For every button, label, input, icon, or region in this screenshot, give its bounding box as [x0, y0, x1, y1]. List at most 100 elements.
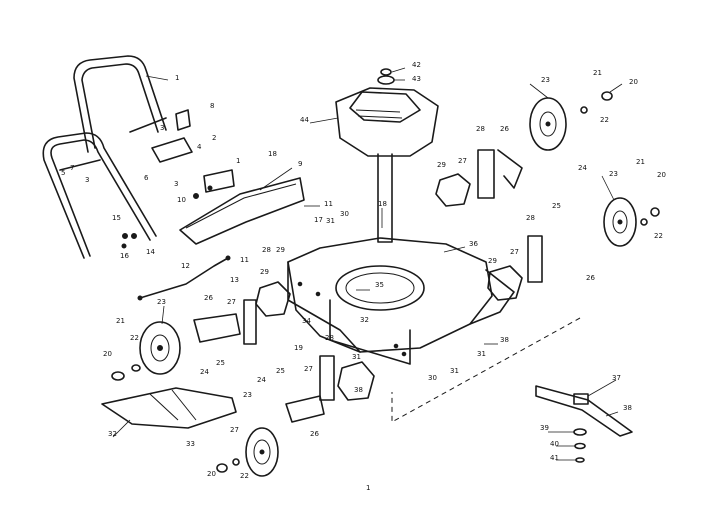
handle-hardware [121, 109, 235, 249]
part-callout-c28a: 28 [476, 125, 485, 133]
part-callout-c20b: 20 [657, 171, 666, 179]
part-callout-c44: 44 [300, 116, 309, 124]
part-callout-c20c: 20 [103, 350, 112, 358]
part-callout-c29a: 29 [437, 161, 446, 169]
discharge-chute [101, 387, 237, 429]
part-callout-c22a: 22 [600, 116, 609, 124]
part-callout-c1: 1 [175, 74, 179, 82]
part-callout-c15: 15 [112, 214, 121, 222]
wheel-front-right [603, 197, 660, 247]
part-callout-c30b: 30 [428, 374, 437, 382]
part-callout-c5: 5 [61, 169, 65, 177]
part-callout-pg: 1 [366, 484, 370, 492]
part-callout-c26d: 26 [310, 430, 319, 438]
part-callout-c23c: 23 [157, 298, 166, 306]
part-callout-c32: 32 [108, 430, 117, 438]
part-callout-c30a: 30 [340, 210, 349, 218]
part-callout-c13: 13 [230, 276, 239, 284]
blade-guide-line [391, 317, 581, 423]
part-callout-c9: 9 [298, 160, 302, 168]
lower-handle [42, 132, 157, 259]
part-callout-c28b: 28 [526, 214, 535, 222]
part-callout-c12: 12 [181, 262, 190, 270]
part-callout-c25c: 25 [276, 367, 285, 375]
part-callout-c38b: 38 [623, 404, 632, 412]
part-callout-c25b: 25 [216, 359, 225, 367]
part-callout-c3b: 3 [85, 176, 89, 184]
part-callout-c33: 33 [186, 440, 195, 448]
part-callout-c26c: 26 [204, 294, 213, 302]
part-callout-c21b: 21 [636, 158, 645, 166]
part-callout-c31a: 31 [326, 217, 335, 225]
part-callout-c29c: 29 [260, 268, 269, 276]
part-callout-c27a: 27 [458, 157, 467, 165]
part-callout-c24c: 24 [257, 376, 266, 384]
rear-shield [179, 177, 305, 245]
part-callout-c28d: 28 [325, 334, 334, 342]
part-callout-c10: 10 [177, 196, 186, 204]
part-callout-c21c: 21 [116, 317, 125, 325]
part-callout-c3a: 3 [160, 124, 164, 132]
part-callout-c29b: 29 [488, 257, 497, 265]
part-callout-c35: 35 [375, 281, 384, 289]
part-callout-c41: 41 [550, 454, 559, 462]
part-callout-c18a: 18 [268, 150, 277, 158]
upper-handle [73, 55, 167, 153]
part-callout-c7: 7 [70, 164, 74, 172]
wheel-rear-left [111, 321, 181, 381]
part-callout-c22c: 22 [130, 334, 139, 342]
part-callout-c8: 8 [210, 102, 214, 110]
part-callout-c14: 14 [146, 248, 155, 256]
part-callout-c20a: 20 [629, 78, 638, 86]
part-callout-c11a: 11 [324, 200, 333, 208]
part-callout-c24a: 24 [578, 164, 587, 172]
part-callout-c23a: 23 [541, 76, 550, 84]
part-callout-c3c: 3 [174, 180, 178, 188]
part-callout-c6: 6 [144, 174, 149, 182]
part-callout-c34: 34 [302, 317, 311, 325]
part-callout-c32b: 32 [360, 316, 369, 324]
part-callout-c27e: 27 [230, 426, 239, 434]
part-callout-c17: 17 [314, 216, 323, 224]
part-callout-c23d: 23 [243, 391, 252, 399]
part-callout-c31b: 31 [450, 367, 459, 375]
part-callout-c24b: 24 [200, 368, 209, 376]
part-callout-c38a: 38 [500, 336, 509, 344]
engine [335, 68, 439, 243]
part-callout-c42: 42 [412, 61, 421, 69]
control-cable [137, 255, 231, 301]
part-callout-c27c: 27 [227, 298, 236, 306]
part-callout-c27b: 27 [510, 248, 519, 256]
part-callout-c4: 4 [197, 143, 202, 151]
mower-deck [287, 237, 515, 365]
part-callout-c16: 16 [120, 252, 129, 260]
part-callout-c39: 39 [540, 424, 549, 432]
part-callout-c43: 43 [412, 75, 421, 83]
part-callout-c27d: 27 [304, 365, 313, 373]
part-callout-c2: 2 [212, 134, 216, 142]
part-callout-c22b: 22 [654, 232, 663, 240]
part-callout-c36: 36 [469, 240, 478, 248]
part-callout-c18b: 18 [378, 200, 387, 208]
height-adjusters [193, 149, 543, 423]
part-callout-c22d: 22 [240, 472, 249, 480]
part-callout-c37: 37 [612, 374, 621, 382]
part-callout-c23b: 23 [609, 170, 618, 178]
leader-lines [112, 67, 623, 461]
part-callout-c21a: 21 [593, 69, 602, 77]
part-callout-c11b: 11 [240, 256, 249, 264]
part-callout-c26a: 26 [500, 125, 509, 133]
part-callout-c20d: 20 [207, 470, 216, 478]
part-callout-c26b: 26 [586, 274, 595, 282]
wheel-front-left [216, 427, 279, 477]
part-callout-c1b: 1 [236, 157, 240, 165]
part-callout-c31d: 31 [352, 353, 361, 361]
part-callout-c31c: 31 [477, 350, 486, 358]
blade [535, 385, 633, 463]
part-callout-c29d: 29 [276, 246, 285, 254]
part-callout-c40: 40 [550, 440, 559, 448]
part-callout-c38c: 38 [354, 386, 363, 394]
